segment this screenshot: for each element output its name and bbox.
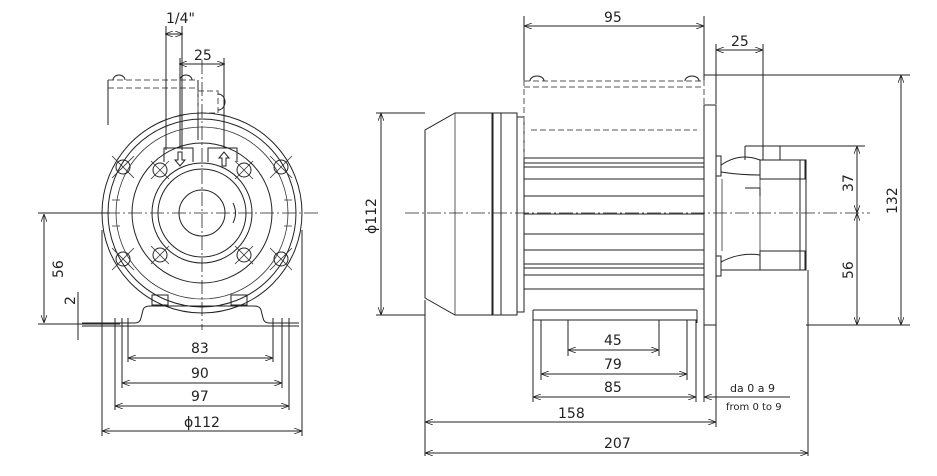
dim-foot-width: 97 <box>191 389 209 405</box>
pump-head <box>703 104 807 326</box>
dim-body-length: 95 <box>604 10 622 26</box>
dim-pump-offset: 25 <box>731 34 749 50</box>
arrow-up-icon <box>217 151 231 167</box>
dim-foot-thickness: 2 <box>63 296 79 305</box>
flange-bolts <box>111 155 293 271</box>
dim-foot-mid: 79 <box>604 357 622 373</box>
dim-foot-holes-inner: 83 <box>191 341 209 357</box>
dim-foot-inner: 45 <box>604 333 622 349</box>
dim-total-height: 132 <box>885 187 901 214</box>
note-range-en: from 0 to 9 <box>726 402 782 413</box>
fan-cover <box>424 112 525 316</box>
rotation-arrow-icon <box>232 202 236 224</box>
port-outlet <box>207 147 238 167</box>
dim-pipe-thread: 1/4" <box>166 11 195 27</box>
dim-lower-height: 56 <box>841 261 857 279</box>
dim-top-offset: 25 <box>194 48 212 64</box>
note-range-it: da 0 a 9 <box>730 382 775 395</box>
side-view: 95 25 ϕ112 37 56 132 45 79 85 da 0 a 9 f… <box>364 10 910 456</box>
dim-foot-outer: 85 <box>604 380 622 396</box>
port-inlet <box>163 147 194 167</box>
dim-foot-holes-outer: 90 <box>191 366 209 382</box>
side-mounting-foot <box>532 310 698 323</box>
dim-shaft-height: 56 <box>51 260 67 278</box>
front-view: 1/4" 25 56 2 83 90 97 ϕ112 <box>38 11 320 436</box>
dim-side-diameter: ϕ112 <box>364 198 380 234</box>
dim-upper-height: 37 <box>841 174 857 192</box>
dim-total-length: 207 <box>604 436 631 452</box>
dim-front-diameter: ϕ112 <box>184 415 220 431</box>
dim-shaft-length: 158 <box>558 406 585 422</box>
motor-body <box>523 75 705 311</box>
arrow-down-icon <box>173 151 187 167</box>
